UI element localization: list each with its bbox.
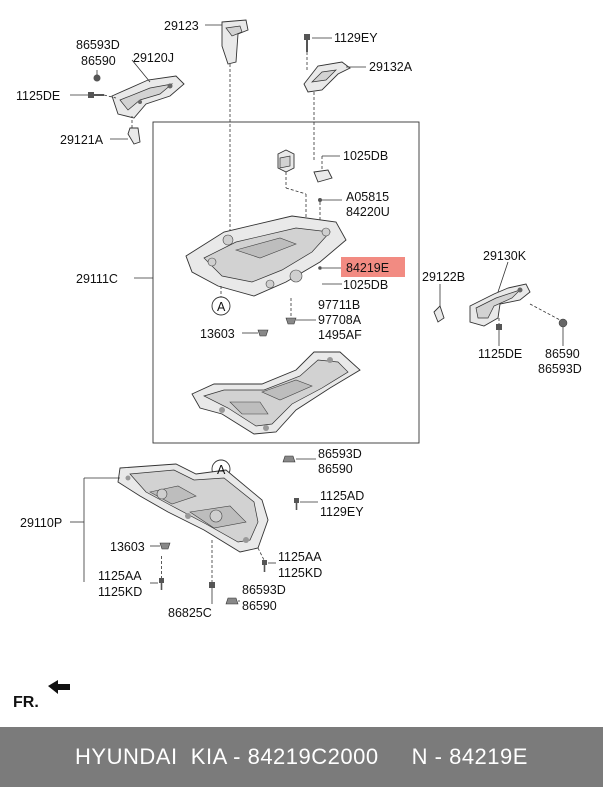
bracket-29123 <box>221 19 249 65</box>
label-29123: 29123 <box>164 19 199 33</box>
highlight-84219E <box>341 257 405 277</box>
nut-86590-tl <box>93 74 101 82</box>
label-86593D-r: 86593D <box>538 362 582 376</box>
label-86593D-b: 86593D <box>242 583 286 597</box>
clip-13603-a <box>257 329 269 337</box>
footer-bar: HYUNDAI KIA - 84219C2000 N - 84219E <box>0 727 603 787</box>
label-29122B: 29122B <box>422 270 465 284</box>
bracket-29120J <box>111 75 185 119</box>
clip-29121A <box>127 127 141 145</box>
label-86590-m: 86590 <box>318 462 353 476</box>
label-1125KD-l: 1125KD <box>98 585 142 599</box>
label-13603-b: 13603 <box>110 540 145 554</box>
clip-97711B <box>285 317 297 325</box>
clip-86825C <box>209 582 215 588</box>
front-arrow-icon <box>48 680 70 694</box>
label-84219E: 84219E <box>346 261 389 275</box>
label-29111C: 29111C <box>76 272 118 286</box>
label-97708A: 97708A <box>318 313 362 327</box>
front-label: FR. <box>13 694 39 711</box>
label-13603-a: 13603 <box>200 327 235 341</box>
bolt-1125DE-tl <box>88 92 104 98</box>
label-97711B: 97711B <box>318 298 360 312</box>
bolt-1125AA-r <box>262 560 267 572</box>
label-1025DB-b: 1025DB <box>343 278 388 292</box>
label-A-circle-b: A <box>217 463 226 477</box>
label-86590-b: 86590 <box>242 599 277 613</box>
label-29121A: 29121A <box>60 133 104 147</box>
label-86590-tl: 86590 <box>81 54 116 68</box>
nut-86590-r <box>558 318 568 328</box>
label-1125AD: 1125AD <box>320 489 364 503</box>
under-cover-panel-lower <box>191 351 361 435</box>
parts-diagram: 29123 1129EY 86593D 86590 29120J 29132A … <box>13 19 582 711</box>
footer-part-number: HYUNDAI KIA - 84219C2000 N - 84219E <box>75 744 528 769</box>
label-86593D-m: 86593D <box>318 447 362 461</box>
bolt-1129EY-top <box>304 34 310 52</box>
label-1129EY-top: 1129EY <box>334 31 378 45</box>
label-86825C: 86825C <box>168 606 212 620</box>
assembly-frame <box>152 121 420 444</box>
clip-13603-b <box>159 542 171 550</box>
label-1125KD-r: 1125KD <box>278 566 322 580</box>
bolt-1125DE-r <box>496 324 502 330</box>
label-29110P: 29110P <box>20 516 62 530</box>
label-29120J: 29120J <box>133 51 174 65</box>
label-1125DE-tl: 1125DE <box>16 89 60 103</box>
label-84220U: 84220U <box>346 205 390 219</box>
label-86590-r: 86590 <box>545 347 580 361</box>
nut-86590-b <box>225 597 239 605</box>
label-29132A: 29132A <box>369 60 413 74</box>
label-1129EY-m: 1129EY <box>320 505 364 519</box>
label-A05815: A05815 <box>346 190 389 204</box>
under-cover-panel-upper <box>185 215 347 297</box>
bracket-29130K <box>469 283 531 327</box>
label-A-circle-a: A <box>217 300 226 314</box>
label-1125DE-r: 1125DE <box>478 347 522 361</box>
label-1495AF: 1495AF <box>318 328 362 342</box>
clip-1025DB-a <box>313 169 333 183</box>
nut-86590-m <box>282 455 296 463</box>
label-86593D-tl: 86593D <box>76 38 120 52</box>
clip-29122B <box>433 305 445 323</box>
label-1025DB-a: 1025DB <box>343 149 388 163</box>
clip-upper <box>277 149 295 173</box>
bracket-29132A <box>303 61 351 93</box>
label-1125AA-l: 1125AA <box>98 569 142 583</box>
bolt-1125AA-l <box>159 578 164 590</box>
under-cover-panel-29110P <box>117 463 269 553</box>
bolt-1125AD <box>294 498 299 510</box>
label-29130K: 29130K <box>483 249 527 263</box>
label-1125AA-r: 1125AA <box>278 550 322 564</box>
